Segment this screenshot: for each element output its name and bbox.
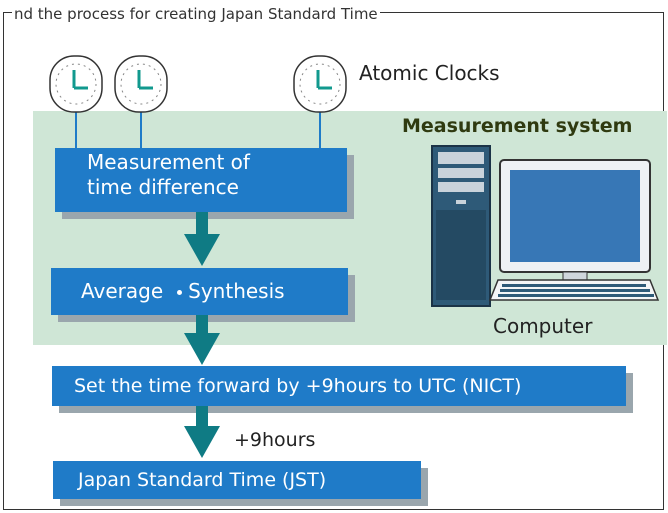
measurement-line-1: Measurement of	[87, 150, 250, 174]
measurement-system-label: Measurement system	[402, 115, 633, 137]
clock-connector	[140, 110, 142, 148]
synthesis-label: Synthesis	[188, 279, 285, 303]
clock-icon	[49, 55, 103, 113]
computer-label: Computer	[493, 314, 593, 338]
diagram-caption: nd the process for creating Japan Standa…	[12, 5, 380, 23]
atomic-clocks-label: Atomic Clocks	[359, 61, 500, 85]
arrow-down-icon	[184, 406, 220, 458]
clock-icon	[293, 55, 347, 113]
arrow-down-icon	[184, 315, 220, 365]
measurement-line-2: time difference	[87, 175, 239, 199]
clock-connector	[75, 110, 77, 148]
clock-connector	[319, 110, 321, 148]
computer-icon	[431, 145, 660, 307]
average-label: Average	[81, 279, 164, 303]
average-synthesis-box: Average Synthesis	[51, 268, 348, 315]
plus-nine-hours-label: +9hours	[234, 429, 316, 451]
clock-icon	[114, 55, 168, 113]
arrow-down-icon	[184, 212, 220, 266]
separator-dot	[177, 290, 183, 295]
japan-standard-time-box: Japan Standard Time (JST)	[53, 461, 421, 499]
measurement-box: Measurement of time difference	[55, 148, 347, 212]
set-time-forward-box: Set the time forward by +9hours to UTC (…	[52, 366, 626, 406]
